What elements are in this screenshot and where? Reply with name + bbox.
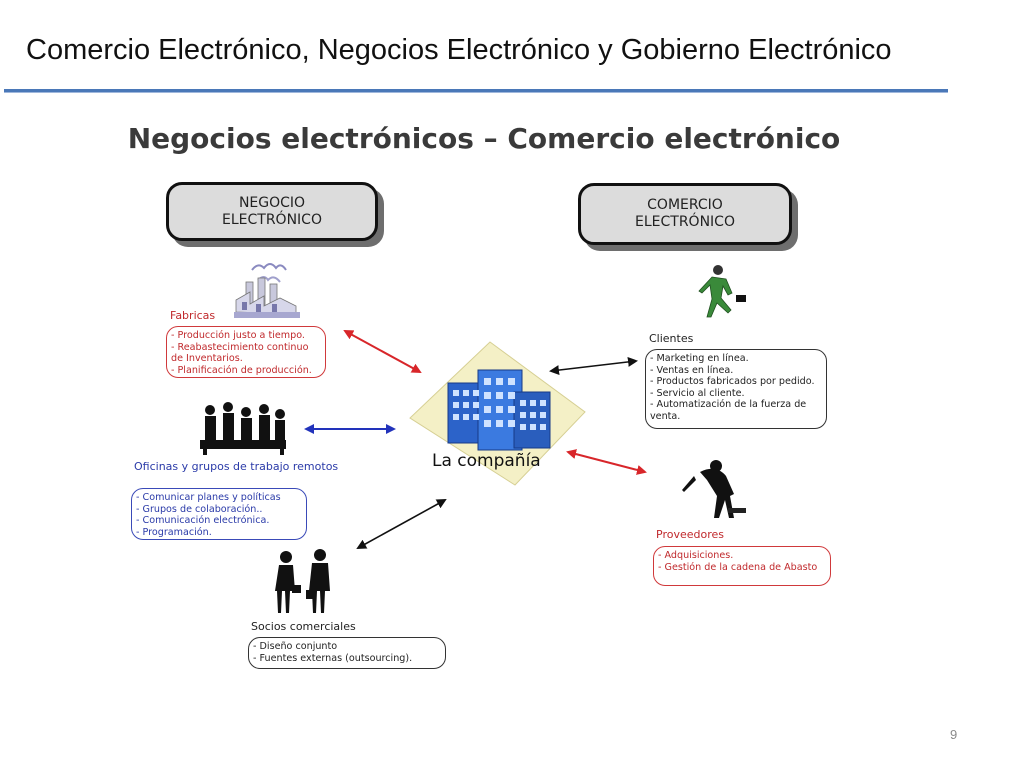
arrow-fabricas [343, 330, 422, 373]
arrow-socios [356, 499, 447, 549]
list-item: - Reabastecimiento continuo [171, 341, 309, 353]
list-item: - Automatización de la fuerza de [650, 399, 807, 410]
slide-title: Comercio Electrónico, Negocios Electróni… [26, 34, 892, 66]
running-businessman-icon [698, 265, 746, 318]
list-item: - Productos fabricados por pedido. [650, 376, 815, 387]
page-number: 9 [950, 727, 958, 742]
list-item: - Adquisiciones. [658, 550, 734, 561]
diagram-heading: Negocios electrónicos – Comercio electró… [127, 122, 841, 155]
comercio-electronico-pill: COMERCIO ELECTRÓNICO [578, 183, 792, 245]
list-item: - Programación. [136, 526, 212, 538]
list-item: - Diseño conjunto [253, 641, 338, 652]
office-buildings-icon [409, 341, 586, 486]
negocio-electronico-label: NEGOCIO ELECTRÓNICO [222, 194, 322, 228]
proveedores-label: Proveedores [656, 528, 724, 541]
proveedores-box: - Adquisiciones. - Gestión de la cadena … [653, 546, 831, 586]
list-item: - Servicio al cliente. [650, 387, 745, 399]
list-item: - Comunicar planes y políticas [136, 492, 281, 503]
comercio-electronico-label: COMERCIO ELECTRÓNICO [635, 197, 735, 230]
list-item: - Fuentes externas (outsourcing). [253, 652, 413, 664]
socios-label: Socios comerciales [251, 620, 356, 633]
meeting-people-icon [200, 402, 286, 455]
factory-icon [234, 263, 300, 318]
list-item: - Comunicación electrónica. [136, 515, 270, 526]
fabricas-label: Fabricas [170, 309, 216, 322]
list-item: - Grupos de colaboración.. [136, 503, 263, 515]
arrow-proveedores [566, 449, 647, 475]
arrow-clientes [549, 356, 638, 376]
fabricas-box: - Producción justo a tiempo. - Reabastec… [166, 326, 326, 378]
title-underline [4, 89, 948, 93]
company-label: La compañía [432, 451, 541, 471]
list-item: - Planificación de producción. [171, 364, 312, 376]
list-item: - Producción justo a tiempo. [171, 330, 305, 341]
list-item: - Ventas en línea. [650, 364, 734, 376]
oficinas-box: - Comunicar planes y políticas - Grupos … [131, 488, 307, 540]
clientes-label: Clientes [649, 332, 694, 345]
list-item: venta. [650, 410, 681, 422]
negocio-electronico-pill: NEGOCIO ELECTRÓNICO [166, 182, 378, 241]
bowing-businessman-icon [682, 460, 746, 518]
socios-box: - Diseño conjunto - Fuentes externas (ou… [248, 637, 446, 669]
business-partners-icon [275, 549, 330, 613]
clientes-box: - Marketing en línea. - Ventas en línea.… [645, 349, 827, 429]
list-item: - Gestión de la cadena de Abasto [658, 561, 818, 573]
list-item: de Inventarios. [171, 353, 243, 364]
oficinas-label: Oficinas y grupos de trabajo remotos [134, 460, 339, 473]
list-item: - Marketing en línea. [650, 353, 749, 364]
